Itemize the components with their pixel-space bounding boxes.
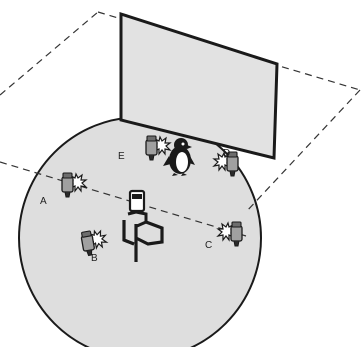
label-d: D (223, 148, 230, 159)
label-b: B (91, 253, 98, 264)
label-e: E (118, 151, 125, 162)
label-c: C (205, 240, 212, 251)
label-a: A (40, 196, 47, 207)
penguin-subject (163, 138, 195, 176)
backdrop-screen (119, 11, 279, 160)
camera-on-tripod (122, 189, 164, 262)
